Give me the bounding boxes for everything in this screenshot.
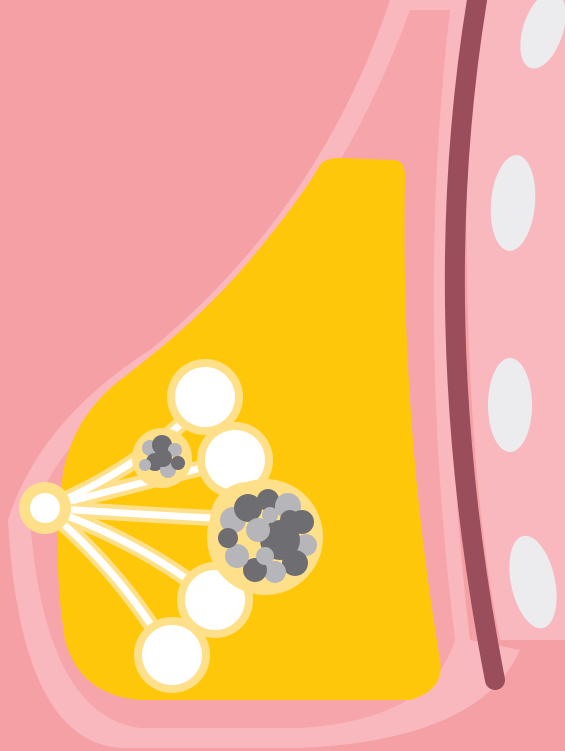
milk-lobule-icon: [175, 367, 235, 427]
tumor-cluster-large-icon: [207, 479, 323, 595]
milk-lobule-icon: [142, 625, 202, 685]
tumor-cell: [256, 547, 274, 565]
tumor-cell: [262, 507, 278, 523]
tumor-cell: [139, 459, 151, 471]
tumor-cluster-small-icon: [132, 428, 192, 488]
tumor-cell: [218, 528, 238, 548]
tumor-cell: [154, 449, 172, 467]
tumor-cell: [171, 456, 185, 470]
tumor-cell: [280, 510, 300, 530]
rib-icon: [488, 358, 532, 452]
nipple-icon: [30, 493, 60, 523]
